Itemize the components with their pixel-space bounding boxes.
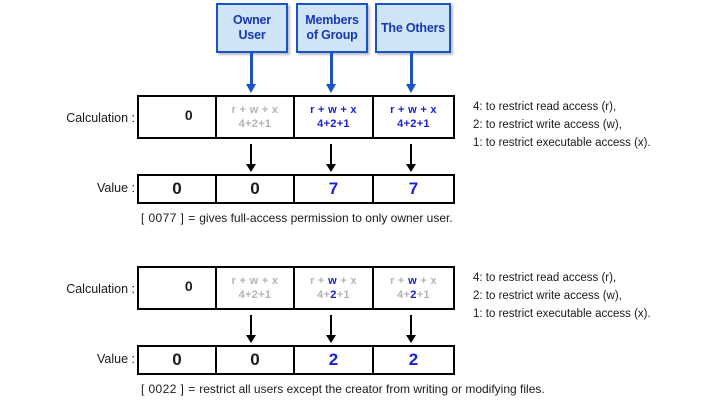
- calc-expr-letters: r + w + x: [310, 104, 357, 116]
- role-box-members-of-group: Members of Group: [296, 3, 368, 53]
- connector-arrow-owner-user: [246, 53, 256, 93]
- legend-line-read: 4: to restrict read access (r),: [473, 272, 617, 284]
- caption-equals: =: [188, 211, 196, 225]
- legend-2: 4: to restrict read access (r), 2: to re…: [473, 269, 651, 323]
- value-cell-the-others: 2: [408, 350, 419, 369]
- calculation-grid-1: 0 r + w + x 4+2+1 r + w + x 4+2+1 r + w …: [137, 95, 455, 139]
- value-cell-owner-user: 0: [217, 176, 295, 202]
- role-label-line-1: Owner: [233, 13, 271, 27]
- calc-expr-letters: r + w + x: [390, 275, 437, 287]
- legend-1: 4: to restrict read access (r), 2: to re…: [473, 98, 651, 152]
- calc-cell-the-others: r + w + x 4+2+1: [374, 268, 453, 308]
- role-box-the-others: The Others: [375, 3, 451, 53]
- calc-cell-sticky: 0: [139, 268, 217, 308]
- legend-line-execute: 1: to restrict executable access (x).: [473, 137, 651, 149]
- calc-cell-members-of-group: r + w + x 4+2+1: [295, 268, 374, 308]
- legend-line-read: 4: to restrict read access (r),: [473, 101, 617, 113]
- caption-code: [ 0022 ]: [141, 382, 185, 396]
- calc-cell-members-of-group: r + w + x 4+2+1: [295, 97, 374, 137]
- role-box-owner-user: Owner User: [216, 3, 288, 53]
- value-grid-2: 0 0 2 2: [137, 345, 455, 375]
- calc-expr-letters: r + w + x: [390, 104, 437, 116]
- calc-expr-numbers: 4+2+1: [238, 289, 272, 301]
- calc-cell-value-sticky: 0: [184, 107, 193, 123]
- caption-code: [ 0077 ]: [141, 211, 185, 225]
- caption-1: [ 0077 ]=gives full-access permission to…: [141, 211, 453, 225]
- legend-line-write: 2: to restrict write access (w),: [473, 119, 622, 131]
- calc-cell-value-sticky: 0: [184, 278, 193, 294]
- value-cell-the-others: 7: [408, 179, 419, 198]
- role-label-line-1: Members: [305, 13, 359, 27]
- down-arrow-1-owner-user: [246, 144, 256, 172]
- calc-cell-owner-user: r + w + x 4+2+1: [217, 268, 295, 308]
- role-label-line-2: User: [238, 28, 266, 42]
- down-arrow-2-members-of-group: [326, 315, 336, 343]
- row-label-value-1: Value :: [97, 181, 135, 195]
- down-arrow-2-the-others: [406, 315, 416, 343]
- value-cell-sticky: 0: [139, 347, 217, 373]
- calc-expr-numbers: 4+2+1: [317, 118, 350, 130]
- calc-expr-numbers: 4+2+1: [238, 118, 272, 130]
- caption-text: restrict all users except the creator fr…: [199, 382, 545, 396]
- row-label-calculation-1: Calculation :: [66, 111, 135, 125]
- calculation-grid-2: 0 r + w + x 4+2+1 r + w + x 4+2+1 r + w …: [137, 266, 455, 310]
- calc-expr-numbers: 4+2+1: [397, 289, 430, 301]
- calc-expr-letters: r + w + x: [231, 104, 279, 116]
- calc-expr-letters: r + w + x: [231, 275, 279, 287]
- down-arrow-1-members-of-group: [326, 144, 336, 172]
- calc-expr-letters: r + w + x: [310, 275, 357, 287]
- value-cell-owner-user: 0: [217, 347, 295, 373]
- legend-line-write: 2: to restrict write access (w),: [473, 290, 622, 302]
- down-arrow-1-the-others: [406, 144, 416, 172]
- caption-equals: =: [188, 382, 196, 396]
- caption-text: gives full-access permission to only own…: [199, 211, 453, 225]
- value-cell-sticky: 0: [139, 176, 217, 202]
- role-label-line-2: of Group: [306, 28, 358, 42]
- calc-expr-numbers: 4+2+1: [397, 118, 430, 130]
- caption-2: [ 0022 ]=restrict all users except the c…: [141, 382, 545, 396]
- row-label-calculation-2: Calculation :: [66, 282, 135, 296]
- connector-arrow-the-others: [406, 53, 416, 93]
- value-cell-members-of-group: 2: [295, 347, 374, 373]
- calc-cell-the-others: r + w + x 4+2+1: [374, 97, 453, 137]
- row-label-value-2: Value :: [97, 352, 135, 366]
- value-cell-members-of-group: 7: [295, 176, 374, 202]
- legend-line-execute: 1: to restrict executable access (x).: [473, 308, 651, 320]
- calc-expr-numbers: 4+2+1: [317, 289, 350, 301]
- down-arrow-2-owner-user: [246, 315, 256, 343]
- calc-cell-sticky: 0: [139, 97, 217, 137]
- value-grid-1: 0 0 7 7: [137, 174, 455, 204]
- role-label-line-1: The Others: [381, 20, 445, 35]
- calc-cell-owner-user: r + w + x 4+2+1: [217, 97, 295, 137]
- connector-arrow-members-of-group: [326, 53, 336, 93]
